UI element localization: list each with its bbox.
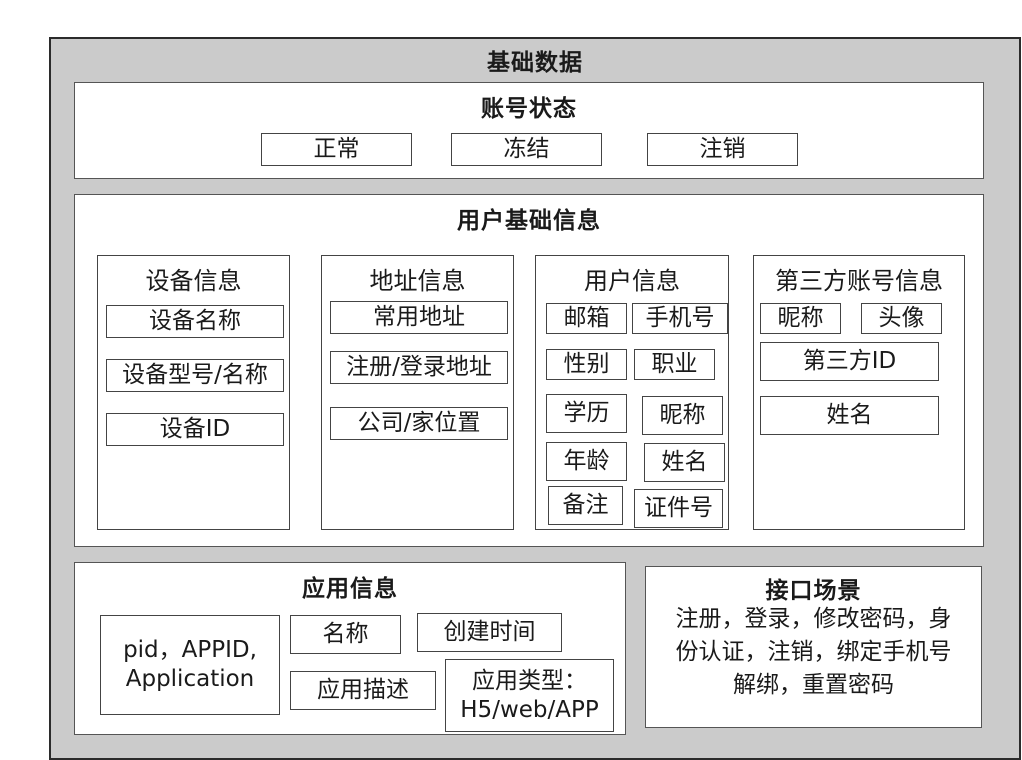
- app-info-title: 应用信息: [302, 576, 398, 602]
- app-type-values: H5/web/APP: [460, 696, 599, 723]
- avatar-box: 头像: [861, 303, 942, 334]
- api-scenarios-line: 份认证，注销，绑定手机号: [675, 639, 952, 665]
- app-ids-box: pid，APPID, Application: [100, 615, 280, 715]
- status-cancelled-box: 注销: [647, 133, 798, 166]
- third-party-nickname-box: 昵称: [760, 303, 841, 334]
- app-created-time-box: 创建时间: [417, 613, 562, 652]
- device-id-box: 设备ID: [106, 413, 284, 446]
- common-address-box: 常用地址: [330, 301, 508, 334]
- device-info-column: 设备信息 设备名称 设备型号/名称 设备ID: [97, 255, 290, 530]
- third-party-info-column: 第三方账号信息 昵称 头像 第三方ID 姓名: [753, 255, 965, 530]
- status-normal-box: 正常: [261, 133, 412, 166]
- phone-box: 手机号: [632, 303, 728, 334]
- third-party-info-title: 第三方账号信息: [775, 267, 943, 295]
- api-scenarios-title: 接口场景: [765, 578, 862, 604]
- user-basic-info-title: 用户基础信息: [457, 208, 601, 234]
- third-party-name-box: 姓名: [760, 396, 939, 435]
- company-home-location-box: 公司/家位置: [330, 407, 508, 440]
- register-login-address-box: 注册/登录地址: [330, 351, 508, 384]
- status-frozen-box: 冻结: [451, 133, 602, 166]
- user-info-column: 用户信息 邮箱 手机号 性别 职业 学历 昵称 年龄 姓名 备注 证件号: [535, 255, 729, 530]
- app-name-box: 名称: [290, 615, 401, 654]
- user-basic-info-panel: 用户基础信息 设备信息 设备名称 设备型号/名称 设备ID 地址信息 常用地址 …: [74, 194, 984, 547]
- base-data-title: 基础数据: [487, 50, 583, 76]
- education-box: 学历: [546, 394, 627, 433]
- app-description-box: 应用描述: [290, 671, 436, 710]
- user-info-title: 用户信息: [584, 267, 680, 295]
- device-info-title: 设备信息: [145, 267, 242, 295]
- account-status-panel: 账号状态 正常 冻结 注销: [74, 82, 984, 179]
- third-party-id-box: 第三方ID: [760, 342, 939, 381]
- age-box: 年龄: [546, 442, 627, 481]
- api-scenarios-panel: 接口场景 注册，登录，修改密码，身 份认证，注销，绑定手机号 解绑，重置密码: [645, 566, 982, 728]
- app-type-box: 应用类型： H5/web/APP: [445, 659, 614, 732]
- nickname-box: 昵称: [642, 396, 723, 435]
- full-name-box: 姓名: [644, 443, 725, 482]
- account-status-title: 账号状态: [481, 96, 577, 122]
- app-ids-line1: pid，APPID,: [123, 637, 257, 664]
- api-scenarios-line: 解绑，重置密码: [733, 672, 894, 698]
- api-scenarios-line: 注册，登录，修改密码，身: [675, 606, 952, 632]
- occupation-box: 职业: [634, 349, 715, 380]
- remark-box: 备注: [548, 486, 623, 525]
- email-box: 邮箱: [546, 303, 627, 334]
- app-ids-line2: Application: [125, 666, 255, 692]
- address-info-title: 地址信息: [369, 267, 466, 295]
- id-number-box: 证件号: [634, 489, 723, 528]
- device-model-box: 设备型号/名称: [106, 359, 284, 392]
- device-name-box: 设备名称: [106, 305, 284, 338]
- api-scenarios-list: 注册，登录，修改密码，身 份认证，注销，绑定手机号 解绑，重置密码: [652, 603, 975, 702]
- app-type-label: 应用类型：: [472, 667, 587, 694]
- app-info-panel: 应用信息 pid，APPID, Application 名称 创建时间 应用描述…: [74, 562, 626, 735]
- address-info-column: 地址信息 常用地址 注册/登录地址 公司/家位置: [321, 255, 514, 530]
- gender-box: 性别: [546, 349, 627, 380]
